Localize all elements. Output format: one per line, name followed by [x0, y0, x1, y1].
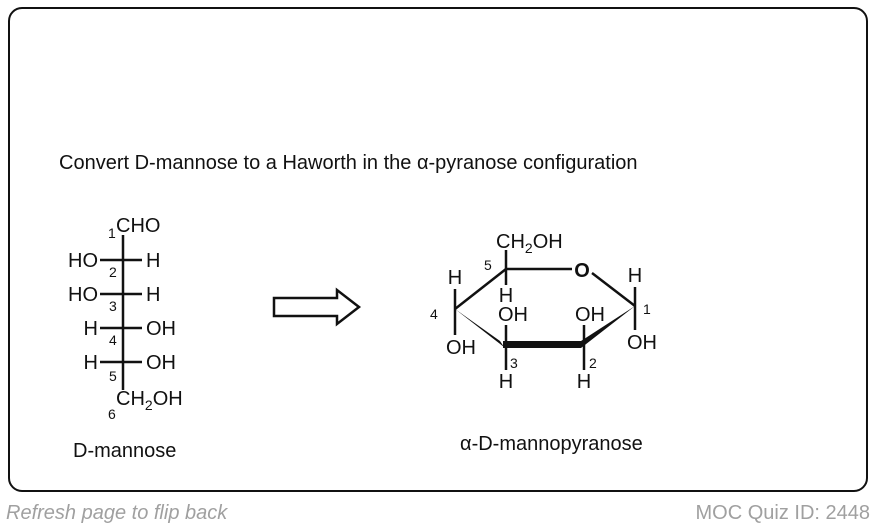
fischer-c3-left: HO: [68, 284, 98, 306]
fischer-c5-right: OH: [146, 352, 176, 374]
quiz-card: [8, 7, 868, 492]
ring-wedge-c2-c1: [581, 306, 635, 348]
ring-bond-o-c1: [591, 272, 636, 307]
quiz-id: MOC Quiz ID: 2448: [695, 502, 870, 524]
haworth-c4-bottom: OH: [446, 337, 476, 359]
fischer-c2-number: 2: [109, 264, 117, 280]
haworth-c3-top: OH: [498, 304, 528, 326]
fischer-c6-number: 6: [108, 406, 116, 422]
fischer-c6-group: CH2OH: [116, 388, 183, 413]
ring-bond-c4-c5: [454, 268, 507, 310]
question-text: Convert D-mannose to a Haworth in the α-…: [59, 152, 638, 174]
conversion-arrow: [272, 287, 362, 327]
fischer-c4-left: H: [84, 318, 98, 340]
haworth-c1-top: H: [628, 265, 642, 287]
haworth-c1-number: 1: [643, 301, 651, 317]
ring-bond-c3-c2: [503, 341, 581, 348]
haworth-c5-bottom: H: [499, 285, 513, 307]
haworth-c3-bottom: H: [499, 371, 513, 393]
refresh-hint: Refresh page to flip back: [6, 502, 228, 524]
fischer-c3-right: H: [146, 284, 160, 306]
alpha-symbol: α: [460, 433, 472, 455]
haworth-caption: α-D-mannopyranose: [460, 433, 643, 455]
haworth-c2-top: OH: [575, 304, 605, 326]
haworth-c2-bottom: H: [577, 371, 591, 393]
haworth-projection: O 5 CH2OH H 4 H OH 3 OH H 2 OH H 1 H OH: [430, 231, 657, 393]
haworth-c4-top: H: [448, 267, 462, 289]
fischer-c1-group: CHO: [116, 215, 160, 237]
fischer-projection: 1 CHO HO 2 H HO 3 H H 4 OH H 5 OH 6 CH2O…: [68, 215, 183, 422]
ring-wedge-c4-c3: [455, 309, 504, 347]
fischer-caption: D-mannose: [73, 440, 177, 462]
fischer-c2-left: HO: [68, 250, 98, 272]
fischer-c2-right: H: [146, 250, 160, 272]
haworth-c4-number: 4: [430, 306, 438, 322]
fischer-c3-number: 3: [109, 298, 117, 314]
fischer-c4-right: OH: [146, 318, 176, 340]
fischer-c5-left: H: [84, 352, 98, 374]
haworth-c5-number: 5: [484, 257, 492, 273]
haworth-c5-top: CH2OH: [496, 231, 563, 256]
haworth-c3-number: 3: [510, 355, 518, 371]
fischer-c1-number: 1: [108, 225, 116, 241]
fischer-c4-number: 4: [109, 332, 117, 348]
alpha-symbol: α: [416, 152, 429, 174]
ring-oxygen: O: [574, 260, 590, 282]
fischer-c5-number: 5: [109, 368, 117, 384]
haworth-c2-number: 2: [589, 355, 597, 371]
haworth-c1-bottom: OH: [627, 332, 657, 354]
